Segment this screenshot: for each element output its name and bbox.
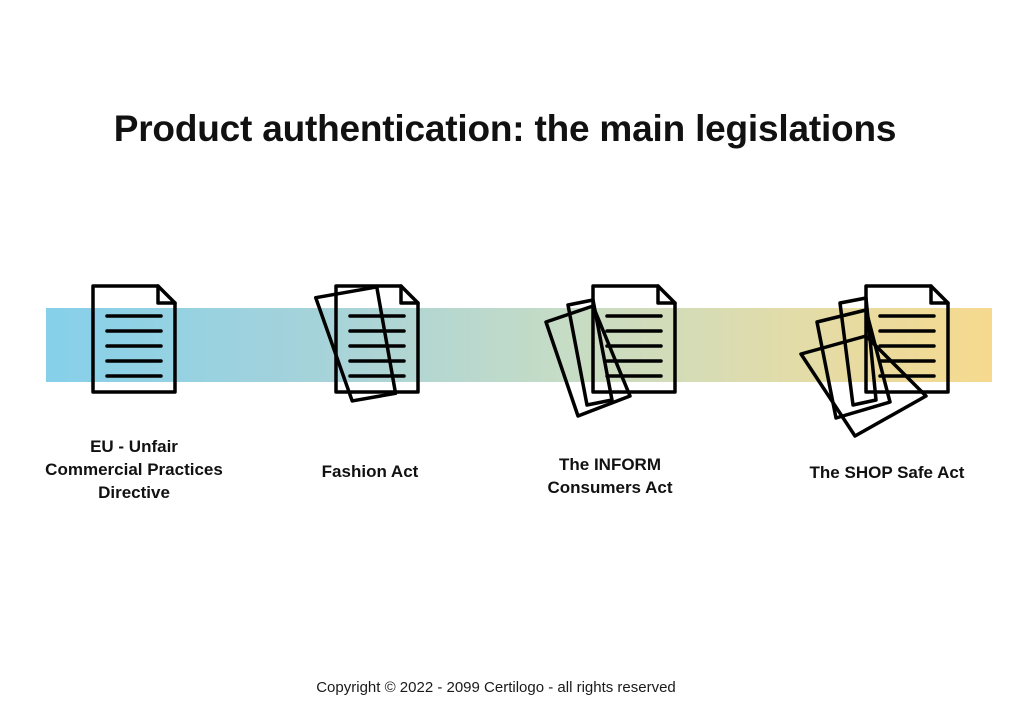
legislation-label-fashion-act: Fashion Act bbox=[321, 462, 419, 481]
three-documents-icon bbox=[544, 284, 677, 418]
legislation-label-eu-ucpd: EU - Unfair Commercial Practices Directi… bbox=[45, 437, 223, 502]
copyright-notice: Copyright © 2022 - 2099 Certilogo - all … bbox=[316, 679, 676, 696]
legislation-label-inform-consumers-act: The INFORM Consumers Act bbox=[547, 455, 673, 497]
legislation-label-shop-safe-act: The SHOP Safe Act bbox=[809, 463, 965, 482]
single-document-icon bbox=[91, 284, 177, 394]
two-documents-icon bbox=[313, 284, 420, 403]
page-title: Product authentication: the main legisla… bbox=[113, 108, 897, 149]
four-documents-icon bbox=[799, 284, 950, 438]
